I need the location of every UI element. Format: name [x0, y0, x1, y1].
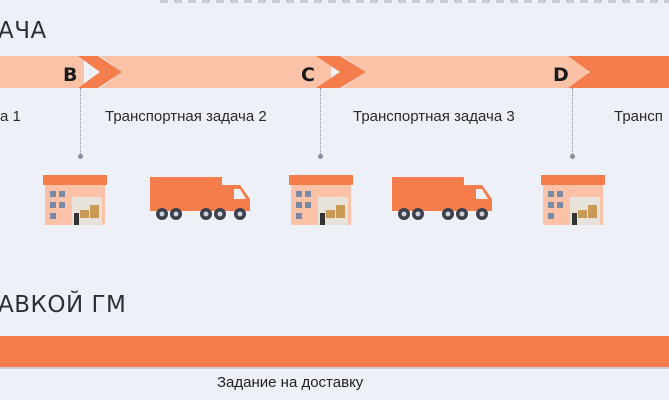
segment-3 [342, 56, 588, 88]
timeline-arrows [0, 56, 669, 88]
arrow-c-head [316, 56, 366, 88]
task-label-2: Транспортная задача 2 [105, 108, 267, 125]
arrow-d-head [568, 56, 608, 88]
connector-d [570, 88, 575, 159]
section-title-bottom: АВКОЙ ГМ [0, 292, 127, 318]
point-b-label: B [63, 64, 78, 86]
truck-icon [150, 177, 250, 220]
point-c-label: C [301, 64, 315, 86]
truck-icon [392, 177, 492, 220]
delivery-divider [0, 367, 669, 369]
delivery-bar [0, 336, 669, 367]
warehouse-icon [289, 175, 353, 225]
segment-4 [584, 56, 669, 88]
task-label-3: Транспортная задача 3 [353, 108, 515, 125]
segment-1 [0, 56, 84, 88]
connector-b [78, 88, 83, 159]
top-dotted-line [160, 0, 669, 3]
segment-2 [100, 56, 332, 88]
connector-c [318, 88, 323, 159]
task-label-1: а 1 [0, 108, 21, 125]
point-d-label: D [553, 64, 569, 86]
arrow-b [78, 56, 122, 88]
delivery-label: Задание на доставку [217, 374, 364, 391]
warehouse-icon [43, 175, 107, 225]
section-title-top: АЧА [0, 18, 47, 44]
task-label-4: Трансп [614, 108, 663, 125]
warehouse-icon [541, 175, 605, 225]
